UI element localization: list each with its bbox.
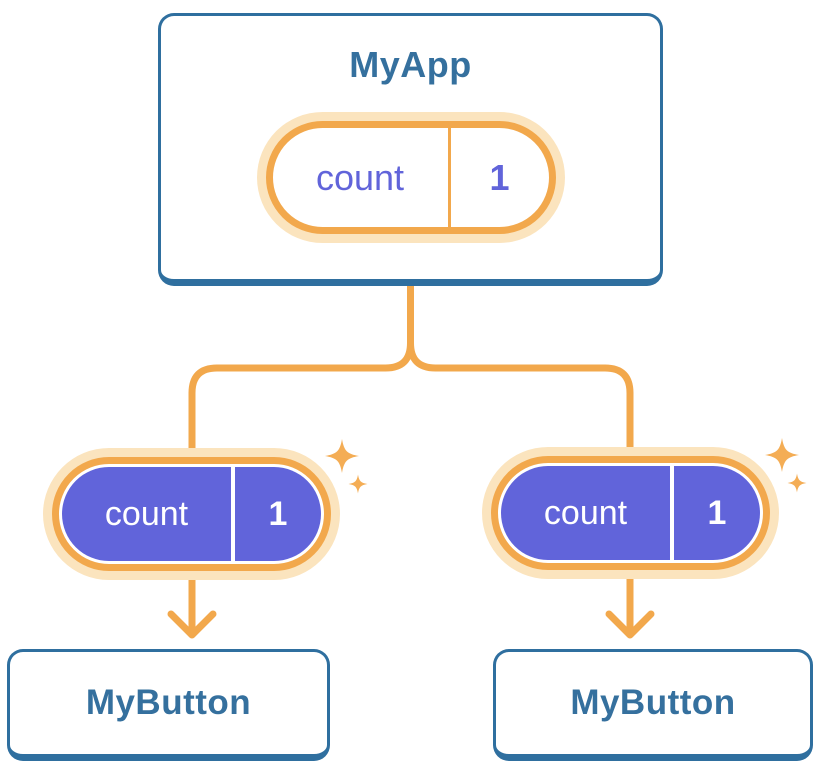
component-title: MyApp (349, 44, 472, 85)
state-name-label: count (104, 494, 189, 533)
prop-pill-right: count 1 (482, 447, 779, 579)
pill-divider (670, 466, 674, 560)
state-pill: count 1 (265, 121, 556, 234)
state-value-label: 1 (489, 156, 510, 198)
state-pill: count 1 (491, 456, 770, 570)
arrow-down-icon (605, 574, 655, 639)
state-name-label: count (543, 493, 628, 532)
component-card-myapp: MyApp count 1 (158, 13, 663, 286)
connector-line-right (407, 284, 634, 450)
state-value-label: 1 (268, 494, 288, 533)
component-card-mybutton-left: MyButton (7, 649, 330, 761)
component-card-mybutton-right: MyButton (493, 649, 813, 761)
state-pill-halo: count 1 (256, 112, 565, 243)
connector-line-left (188, 284, 414, 450)
state-pill-fill: count 1 (62, 467, 321, 561)
state-value-label: 1 (707, 493, 727, 532)
prop-pill-left: count 1 (43, 448, 340, 580)
state-pill-fill: count 1 (501, 466, 760, 560)
pill-divider (231, 467, 235, 561)
state-pill-halo: count 1 (482, 447, 779, 579)
state-name-label: count (315, 156, 405, 198)
arrow-down-icon (167, 574, 217, 639)
pill-divider (447, 128, 451, 227)
state-pill: count 1 (52, 457, 331, 571)
state-pill-halo: count 1 (43, 448, 340, 580)
